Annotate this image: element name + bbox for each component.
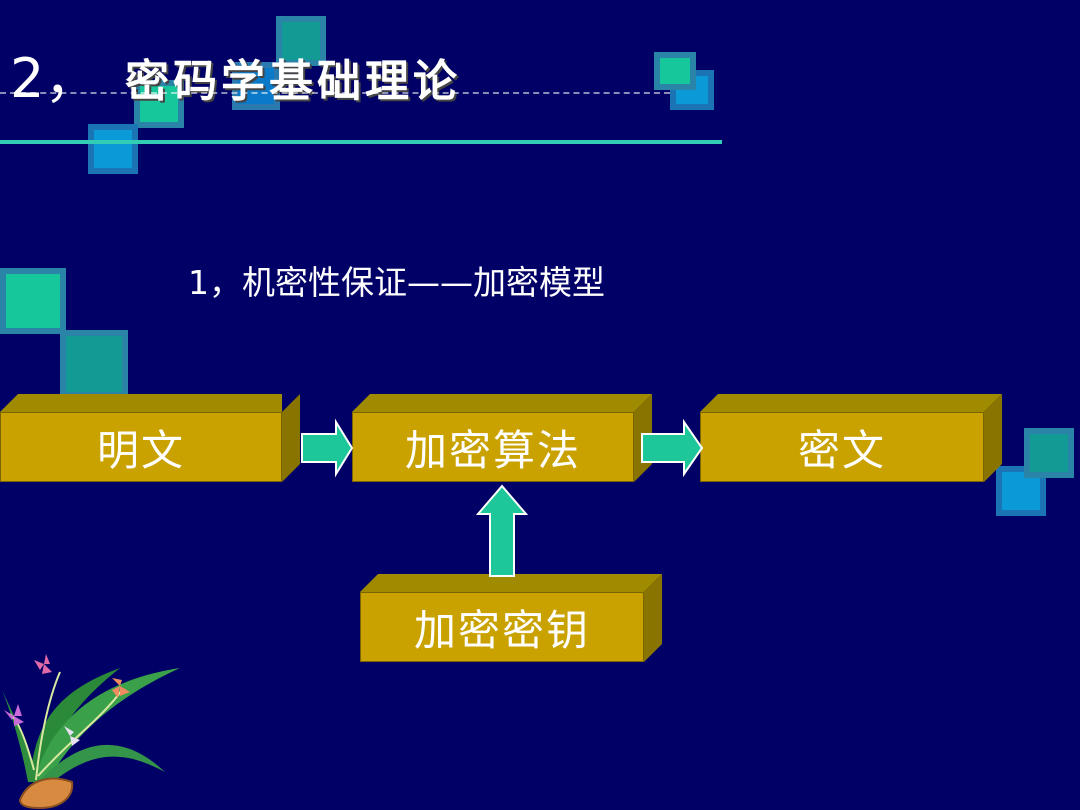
plaintext-label: 明文	[0, 412, 282, 482]
decor-square	[0, 268, 66, 334]
title-dash-line	[0, 92, 670, 94]
algorithm-box: 加密算法	[352, 394, 652, 482]
slide-subtitle: 1，机密性保证——加密模型	[188, 263, 605, 302]
slide-number: 2，	[10, 47, 99, 110]
plaintext-box: 明文	[0, 394, 300, 482]
decor-square	[134, 80, 184, 128]
ciphertext-label: 密文	[700, 412, 984, 482]
decor-square	[276, 16, 326, 66]
orchid-icon	[2, 654, 180, 810]
decor-square	[232, 62, 280, 110]
ciphertext-box: 密文	[700, 394, 1002, 482]
arrow-right-icon	[301, 418, 354, 478]
decor-square	[654, 52, 696, 90]
decor-square	[88, 124, 138, 174]
slide-title: 密码学基础理论	[125, 56, 461, 107]
algorithm-label: 加密算法	[352, 412, 634, 482]
key-label: 加密密钥	[360, 592, 644, 662]
title-underline	[0, 140, 722, 144]
decor-square	[60, 330, 128, 398]
key-box: 加密密钥	[360, 574, 662, 662]
arrow-right-icon	[641, 418, 704, 478]
arrow-up-icon	[475, 484, 529, 577]
decor-square	[1024, 428, 1074, 478]
